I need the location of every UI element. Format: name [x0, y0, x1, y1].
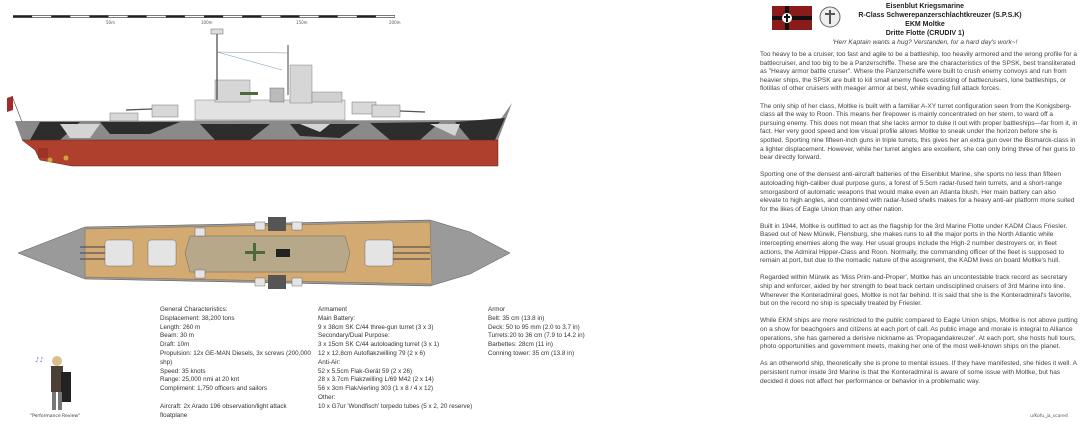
description-paragraph: Regarded within Mürwik as 'Miss Prim-and…	[760, 274, 1072, 308]
spec-line: Conning tower: 35 cm (13.8 in)	[488, 349, 575, 357]
description-paragraph: While EKM ships are more restricted to t…	[760, 317, 1078, 351]
turret-x-top	[364, 239, 394, 267]
armament-specs: Armament Main Battery: 9 x 38cm SK C/44 …	[318, 306, 472, 412]
scale-label-150: 150m	[296, 20, 308, 25]
spec-line: Deck: 50 to 95 mm (2.0 to 3.7 in)	[488, 323, 580, 331]
scale-bar: 50m 100m 150m 200m	[13, 14, 401, 30]
spec-line: Turrets:20 to 36 cm (7.9 to 14.2 in)	[488, 332, 585, 340]
scale-segment	[356, 15, 376, 18]
spec-line: Belt: 35 cm (13.8 in)	[488, 314, 545, 322]
scale-segment	[13, 15, 33, 18]
description: Too heavy to be a cruiser, too fast and …	[760, 51, 1078, 395]
spec-line: Other:	[318, 393, 336, 401]
scale-segment	[318, 15, 338, 18]
spec-line: Speed: 35 knots	[160, 367, 206, 375]
turret-b-top	[147, 239, 177, 267]
spec-line: 9 x 38cm SK C/44 three-gun turret (3 x 3…	[318, 323, 434, 331]
scale-ruler	[13, 15, 395, 18]
spec-line: 28 x 3.7cm Flakzwilling L/69 M42 (2 x 14…	[318, 376, 434, 384]
scale-segment	[51, 15, 71, 18]
spec-line: Range: 25,000 nmi at 20 knt	[160, 376, 240, 384]
ship-name: EKM Moltke	[905, 21, 945, 28]
spec-line: Barbettes: 28cm (11 in)	[488, 341, 553, 349]
ship-quote: 'Herr Kaptain wants a hug? Verstanden, f…	[832, 39, 1018, 46]
scale-segment	[165, 15, 185, 18]
spec-line: 3 x 15cm SK C/44 autoloading turret (3 x…	[318, 341, 440, 349]
turret-a-top	[104, 239, 134, 267]
character-caption: "Performance Review"	[30, 414, 81, 419]
org-title: Eisenblut Kriegsmarine	[885, 3, 965, 10]
ship-top-view	[17, 217, 511, 289]
spec-line: 10 x G7ur 'Wondfisch' torpedo tubes (5 x…	[318, 402, 473, 410]
description-paragraph: Sporting one of the densest anti-aircraf…	[760, 171, 1075, 213]
scale-segment	[89, 15, 109, 18]
armor-specs: Armor Belt: 35 cm (13.8 in) Deck: 50 to …	[488, 306, 585, 359]
turret-a-side	[109, 112, 139, 122]
ship-side-profile	[7, 28, 512, 167]
scale-segment	[280, 15, 300, 18]
spec-line: Main Battery:	[318, 314, 356, 322]
spec-line: General Characteristics:	[160, 306, 228, 313]
spec-line: 52 x 5.5cm Flak-Gerät 59 (2 x 26)	[318, 367, 413, 375]
spec-line: Displacement: 38,200 tons	[160, 314, 235, 322]
ekm-seal-icon	[819, 6, 841, 28]
spec-line: 12 x 12.8cm Autoflakzwilling 79 (2 x 6)	[318, 349, 426, 357]
spec-line: Secondary/Dual Purpose:	[318, 332, 390, 340]
general-characteristics: General Characteristics: Displacement: 3…	[160, 306, 314, 420]
spec-line: Armor	[488, 306, 506, 313]
top-floatplane-icon	[245, 243, 265, 261]
turret-b-side	[151, 104, 179, 118]
class-title: R-Class Schwerepanzerschlachtkreuzer (S.…	[858, 12, 1022, 19]
spec-line: Armament	[318, 306, 348, 313]
scale-segment	[204, 15, 224, 18]
ekm-war-flag-icon	[772, 6, 812, 30]
description-paragraph: Too heavy to be a cruiser, too fast and …	[760, 51, 1077, 93]
scale-label-50: 50m	[106, 20, 115, 25]
propeller-icon	[47, 157, 53, 163]
scale-segment	[127, 15, 147, 18]
turret-y-side	[371, 104, 401, 118]
spec-line: Anti-Air:	[318, 358, 341, 366]
scale-label-100: 100m	[201, 20, 213, 25]
spec-line: Draft: 10m	[160, 341, 190, 349]
side-floatplane-icon	[240, 92, 258, 95]
description-paragraph: The only ship of her class, Moltke is bu…	[760, 102, 1078, 162]
description-paragraph: Built in 1944, Moltke is outfitted to ac…	[760, 222, 1068, 265]
svg-text:♪♪: ♪♪	[35, 356, 44, 364]
spec-line: Length: 260 m	[160, 323, 201, 331]
artist-signature: u/Kofu_ja_scared	[1030, 414, 1068, 419]
side-flag-icon	[7, 96, 13, 112]
spec-line: Compliment: 1,750 officers and sailors	[160, 385, 267, 393]
spec-line: Beam: 30 m	[160, 332, 194, 340]
description-paragraph: As an otherworld ship, theoretically she…	[760, 360, 1077, 385]
scale-segment	[242, 15, 262, 18]
spec-aircraft: Aircraft: 2x Arado 196 observation/light…	[160, 402, 287, 419]
character-illustration: ♪♪	[35, 356, 71, 410]
spec-line: Propulsion: 12x GE-MAN Diesels, 3x screw…	[160, 349, 311, 366]
propeller-icon	[63, 155, 69, 161]
scale-label-200: 200m	[389, 20, 401, 25]
fleet-name: Dritte Flotte (CRUDIV 1)	[885, 30, 965, 37]
spec-line: 56 x 3cm Flak/vierling 303 (1 x 8 / 4 x …	[318, 385, 434, 393]
